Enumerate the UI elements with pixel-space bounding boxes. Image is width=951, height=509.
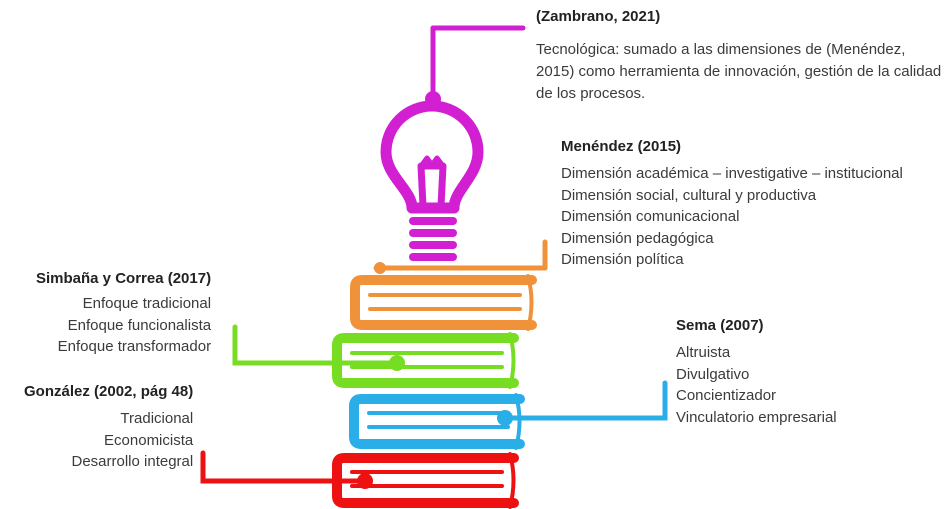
menendez-item: Dimensión pedagógica: [561, 229, 714, 247]
gonzalez-title: González (2002, pág 48): [24, 383, 194, 400]
menendez-block: Menéndez (2015) Dimensión académica – in…: [561, 138, 903, 271]
book-green: [232, 324, 519, 389]
menendez-item: Dimensión social, cultural y productiva: [561, 186, 817, 204]
gonzalez-item: Tradicional: [120, 410, 194, 427]
bulb-connector-dot: [425, 91, 441, 107]
zambrano-title: (Zambrano, 2021): [536, 8, 661, 25]
book-red: [200, 450, 519, 509]
sema-item: Concientizador: [676, 387, 777, 404]
simbana-item: Enfoque transformador: [57, 338, 212, 355]
menendez-item: Dimensión académica – investigative – in…: [561, 165, 903, 182]
gonzalez-block: González (2002, pág 48) Tradicional Econ…: [24, 383, 193, 473]
simbana-block: Simbaña y Correa (2017) Enfoque tradicio…: [36, 270, 211, 358]
menendez-item: Dimensión política: [561, 251, 684, 268]
gonzalez-item: Desarrollo integral: [71, 453, 194, 470]
book-orange: [350, 239, 548, 331]
sema-item: Vinculatorio empresarial: [676, 408, 837, 426]
menendez-title: Menéndez (2015): [561, 138, 682, 155]
book-blue: [349, 380, 668, 450]
zambrano-text: Tecnológica: sumado a las dimensiones de…: [536, 41, 942, 102]
sema-title: Sema (2007): [676, 317, 764, 334]
gonzalez-item: Economicista: [104, 431, 194, 449]
sema-block: Sema (2007) Altruista Divulgativo Concie…: [676, 317, 837, 428]
simbana-title: Simbaña y Correa (2017): [36, 270, 212, 287]
sema-item: Divulgativo: [676, 365, 750, 383]
simbana-item: Enfoque funcionalista: [67, 316, 212, 334]
sema-item: Altruista: [676, 344, 731, 361]
light-bulb-icon: [380, 25, 526, 261]
simbana-item: Enfoque tradicional: [82, 295, 212, 312]
menendez-item: Dimensión comunicacional: [561, 208, 740, 225]
zambrano-block: (Zambrano, 2021) Tecnológica: sumado a l…: [536, 8, 946, 105]
